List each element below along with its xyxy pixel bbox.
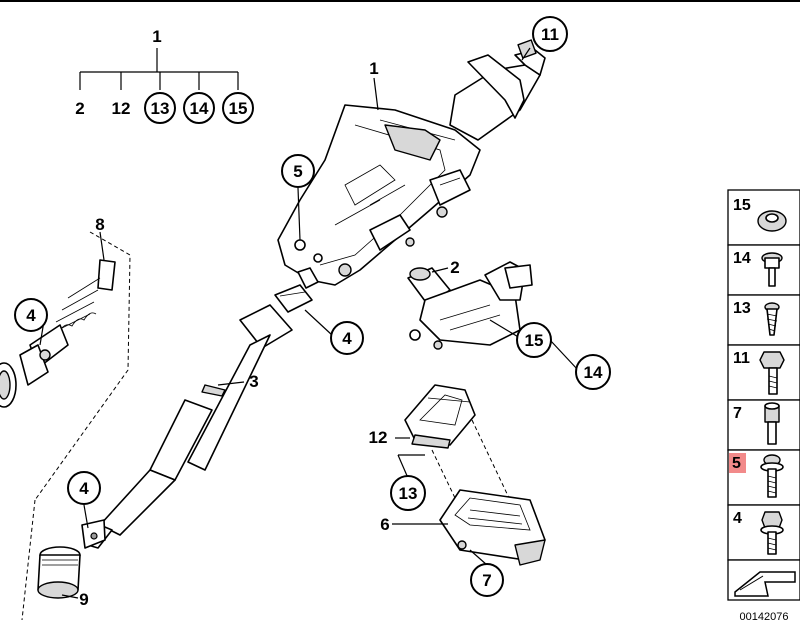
legend-num: 14 bbox=[733, 250, 751, 267]
callouts: 11 1 5 8 4 4 3 4 9 2 15 14 12 13 6 7 bbox=[14, 16, 611, 609]
self-tapping-screw-icon bbox=[764, 302, 780, 336]
callout-7: 7 bbox=[482, 571, 491, 590]
callout-2: 2 bbox=[450, 258, 459, 277]
callout-4-low: 4 bbox=[79, 479, 89, 498]
arrow-icon bbox=[734, 571, 796, 597]
callout-4-left: 4 bbox=[26, 306, 36, 325]
torx-bolt-icon bbox=[760, 511, 784, 555]
adjustment-motor bbox=[407, 261, 533, 350]
legend-num: 4 bbox=[733, 510, 742, 527]
callout-8: 8 bbox=[95, 215, 104, 234]
shoulder-bolt-icon bbox=[761, 252, 783, 287]
tree-child-label: 2 bbox=[75, 99, 84, 118]
socket-head-screw-icon bbox=[764, 402, 780, 445]
legend-num: 15 bbox=[733, 197, 751, 214]
collar-bolt-icon bbox=[760, 454, 784, 498]
legend-highlight bbox=[729, 453, 746, 473]
tree-child-label: 14 bbox=[190, 99, 209, 118]
lower-joint-group bbox=[0, 231, 131, 621]
tree-child-label: 12 bbox=[112, 99, 131, 118]
callout-1: 1 bbox=[369, 59, 378, 78]
hex-flange-bolt-icon bbox=[759, 351, 785, 395]
legend-num: 5 bbox=[732, 455, 741, 472]
callout-11: 11 bbox=[541, 25, 559, 44]
callout-5: 5 bbox=[293, 162, 302, 181]
legend-num: 11 bbox=[733, 350, 750, 367]
legend-num: 13 bbox=[733, 300, 751, 317]
callout-12: 12 bbox=[369, 428, 388, 447]
callout-4-mid: 4 bbox=[342, 329, 352, 348]
callout-15: 15 bbox=[525, 331, 544, 350]
callout-14: 14 bbox=[584, 363, 603, 382]
tree-root-label: 1 bbox=[152, 27, 161, 46]
leader-lines bbox=[39, 47, 579, 599]
tree-child-label: 15 bbox=[229, 99, 248, 118]
tree-child-label: 13 bbox=[151, 99, 170, 118]
reference-number: 00142076 bbox=[740, 611, 789, 623]
callout-3: 3 bbox=[249, 372, 258, 391]
hardware-legend: 15 14 13 11 7 bbox=[727, 189, 800, 623]
callout-9: 9 bbox=[79, 590, 88, 609]
callout-13: 13 bbox=[399, 484, 418, 503]
legend-num: 7 bbox=[733, 405, 742, 422]
washer-icon bbox=[757, 210, 787, 232]
callout-6: 6 bbox=[380, 515, 389, 534]
steering-shaft bbox=[81, 284, 313, 549]
assembly-tree: 1 2 12 13 14 15 bbox=[75, 27, 254, 124]
steering-column-housing bbox=[277, 39, 546, 289]
control-unit-group bbox=[404, 384, 546, 566]
